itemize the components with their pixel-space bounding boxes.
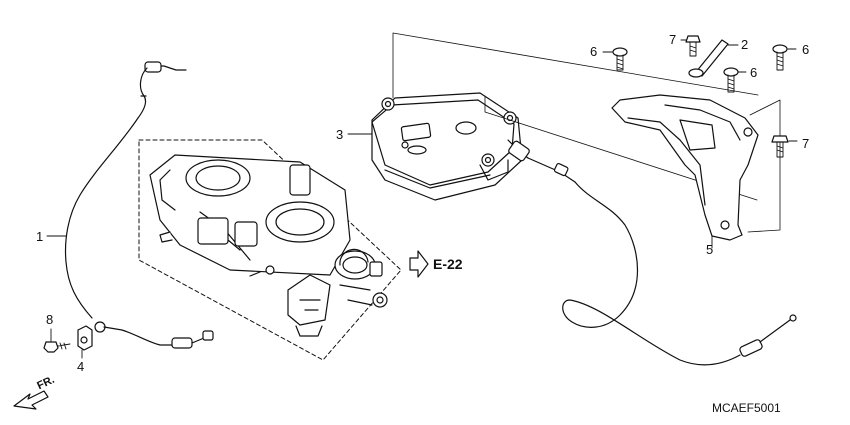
callout-1: 1 (36, 229, 44, 244)
throttle-cable-left (64, 61, 214, 349)
callout-6-left: 6 (590, 44, 598, 59)
callout-3: 3 (336, 127, 344, 142)
cable-clamp (77, 325, 93, 359)
front-direction-arrow (13, 390, 49, 410)
callout-7-right: 7 (802, 136, 810, 151)
callout-6-middle: 6 (750, 65, 758, 80)
bolt-7-right (771, 135, 798, 158)
bolt-7-top (680, 35, 701, 57)
bolt-6-left (602, 47, 628, 71)
callout-8: 8 (46, 312, 54, 327)
mounting-bracket (611, 94, 781, 241)
section-reference-label: E-22 (433, 256, 463, 272)
callout-6-right: 6 (802, 42, 810, 57)
section-arrow (409, 250, 429, 278)
callout-5: 5 (706, 242, 714, 257)
throttle-cable-right (507, 139, 797, 366)
bolt-6-right (772, 44, 797, 71)
callout-7-top: 7 (669, 32, 677, 47)
bolt-6-middle (723, 67, 747, 93)
callout-2: 2 (741, 37, 749, 52)
throttle-body-assembly (138, 139, 402, 361)
pin-2 (688, 39, 739, 78)
callout-4: 4 (77, 359, 85, 374)
bolt-8 (43, 328, 71, 353)
control-unit (371, 92, 523, 201)
diagram-code: MCAEF5001 (712, 401, 781, 415)
